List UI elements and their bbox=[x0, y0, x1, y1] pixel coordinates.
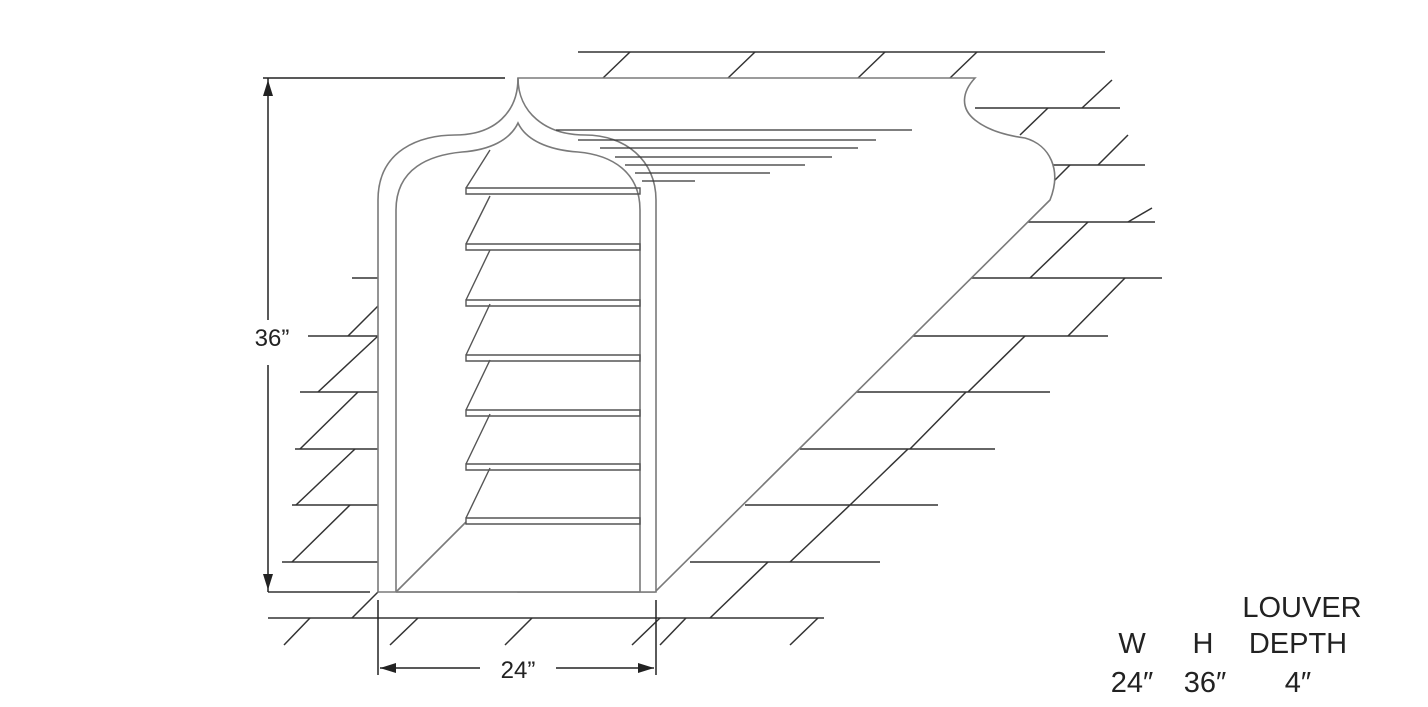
louver-slat bbox=[465, 359, 641, 417]
spec-value-w: 24″ bbox=[1111, 667, 1154, 699]
louver-slat bbox=[465, 467, 641, 525]
siding-lines bbox=[268, 51, 1162, 646]
spec-value-h: 36″ bbox=[1184, 667, 1227, 699]
spec-column-w: W bbox=[1118, 628, 1146, 660]
width-dimension bbox=[377, 600, 657, 675]
spec-header-louver: LOUVER bbox=[1242, 592, 1361, 624]
spec-column-h: H bbox=[1193, 628, 1214, 660]
louver-slat bbox=[465, 249, 641, 307]
louver-slats bbox=[465, 149, 641, 525]
louver-slat bbox=[465, 195, 641, 251]
height-dimension-label: 36” bbox=[255, 325, 290, 352]
louver-slat bbox=[465, 303, 641, 362]
louver-slat bbox=[465, 149, 641, 195]
spec-table: LOUVER W H DEPTH 24″ 36″ 4″ bbox=[1111, 592, 1362, 699]
width-dimension-label: 24” bbox=[501, 657, 536, 684]
spec-column-depth: DEPTH bbox=[1249, 628, 1347, 660]
height-dimension bbox=[263, 77, 505, 592]
depth-lines bbox=[556, 129, 912, 182]
louver-frame bbox=[377, 77, 657, 593]
louver-slat bbox=[465, 413, 641, 471]
spec-value-depth: 4″ bbox=[1285, 667, 1311, 699]
